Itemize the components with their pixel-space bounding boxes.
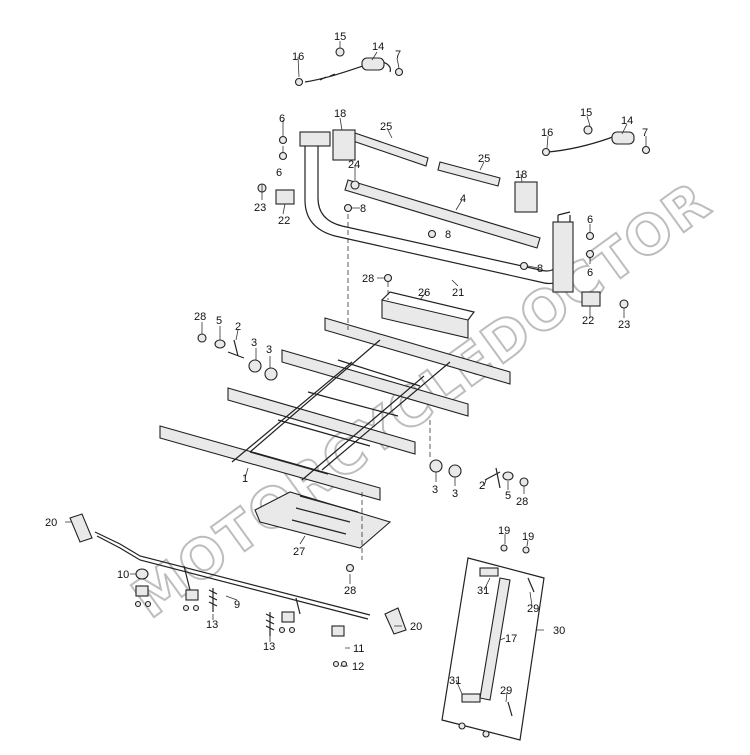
callout-6: 6 (279, 113, 285, 125)
rail-26 (381, 291, 476, 339)
callout-21: 21 (452, 287, 464, 299)
callout-23: 23 (618, 319, 630, 331)
callout-22: 22 (582, 315, 594, 327)
callout-23: 23 (254, 202, 266, 214)
roll-bar-frame (257, 129, 629, 309)
callout-2: 2 (479, 480, 485, 492)
callout-28: 28 (344, 585, 356, 597)
callout-26: 26 (418, 287, 430, 299)
callout-10: 10 (117, 569, 129, 581)
callout-14: 14 (372, 41, 384, 53)
callout-labels: 15 14 7 16 18 25 6 6 24 23 22 8 15 14 7 … (45, 31, 648, 697)
plate-27 (254, 491, 392, 549)
callout-8: 8 (360, 203, 366, 215)
callout-25: 25 (478, 153, 490, 165)
left-mount-parts (197, 333, 278, 381)
callout-19: 19 (498, 525, 510, 537)
callout-13: 13 (206, 619, 218, 631)
callout-15: 15 (580, 107, 592, 119)
callout-2: 2 (235, 321, 241, 333)
bed-frame (159, 317, 511, 501)
callout-13: 13 (263, 641, 275, 653)
cable-assembly-right (541, 125, 651, 157)
callout-31: 31 (449, 675, 461, 687)
callout-8: 8 (537, 263, 543, 275)
callout-7: 7 (642, 127, 648, 139)
callout-31: 31 (477, 585, 489, 597)
cable-assembly-left (294, 47, 404, 87)
linkage-rod (69, 513, 407, 668)
callout-27: 27 (293, 546, 305, 558)
callout-8: 8 (445, 229, 451, 241)
callout-28: 28 (362, 273, 374, 285)
callout-11: 11 (353, 643, 364, 655)
callout-18: 18 (334, 108, 346, 120)
callout-16: 16 (292, 51, 304, 63)
callout-12: 12 (352, 661, 364, 673)
callout-6: 6 (276, 167, 282, 179)
callout-28: 28 (194, 311, 206, 323)
callout-14: 14 (621, 115, 633, 127)
callout-5: 5 (216, 315, 222, 327)
callout-3: 3 (251, 337, 257, 349)
alignment-lines (347, 214, 431, 560)
callout-3: 3 (452, 488, 458, 500)
callout-7: 7 (395, 49, 401, 61)
callout-18: 18 (515, 169, 527, 181)
callout-9: 9 (234, 599, 240, 611)
callout-1: 1 (242, 473, 248, 485)
callout-30: 30 (553, 625, 565, 637)
callout-29: 29 (500, 685, 512, 697)
callout-20: 20 (45, 517, 57, 529)
callout-28: 28 (516, 496, 528, 508)
callout-29: 29 (527, 603, 539, 615)
callout-19: 19 (522, 531, 534, 543)
callout-24: 24 (348, 159, 360, 171)
callout-3: 3 (432, 484, 438, 496)
callout-5: 5 (505, 490, 511, 502)
callout-16: 16 (541, 127, 553, 139)
callout-25: 25 (380, 121, 392, 133)
callout-15: 15 (334, 31, 346, 43)
callout-4: 4 (460, 193, 466, 205)
strut-assembly (441, 544, 545, 741)
callout-20: 20 (410, 621, 422, 633)
callout-6: 6 (587, 267, 593, 279)
callout-3: 3 (266, 344, 272, 356)
callout-6: 6 (587, 214, 593, 226)
callout-17: 17 (505, 633, 517, 645)
callout-22: 22 (278, 215, 290, 227)
leader-lines (65, 41, 647, 703)
